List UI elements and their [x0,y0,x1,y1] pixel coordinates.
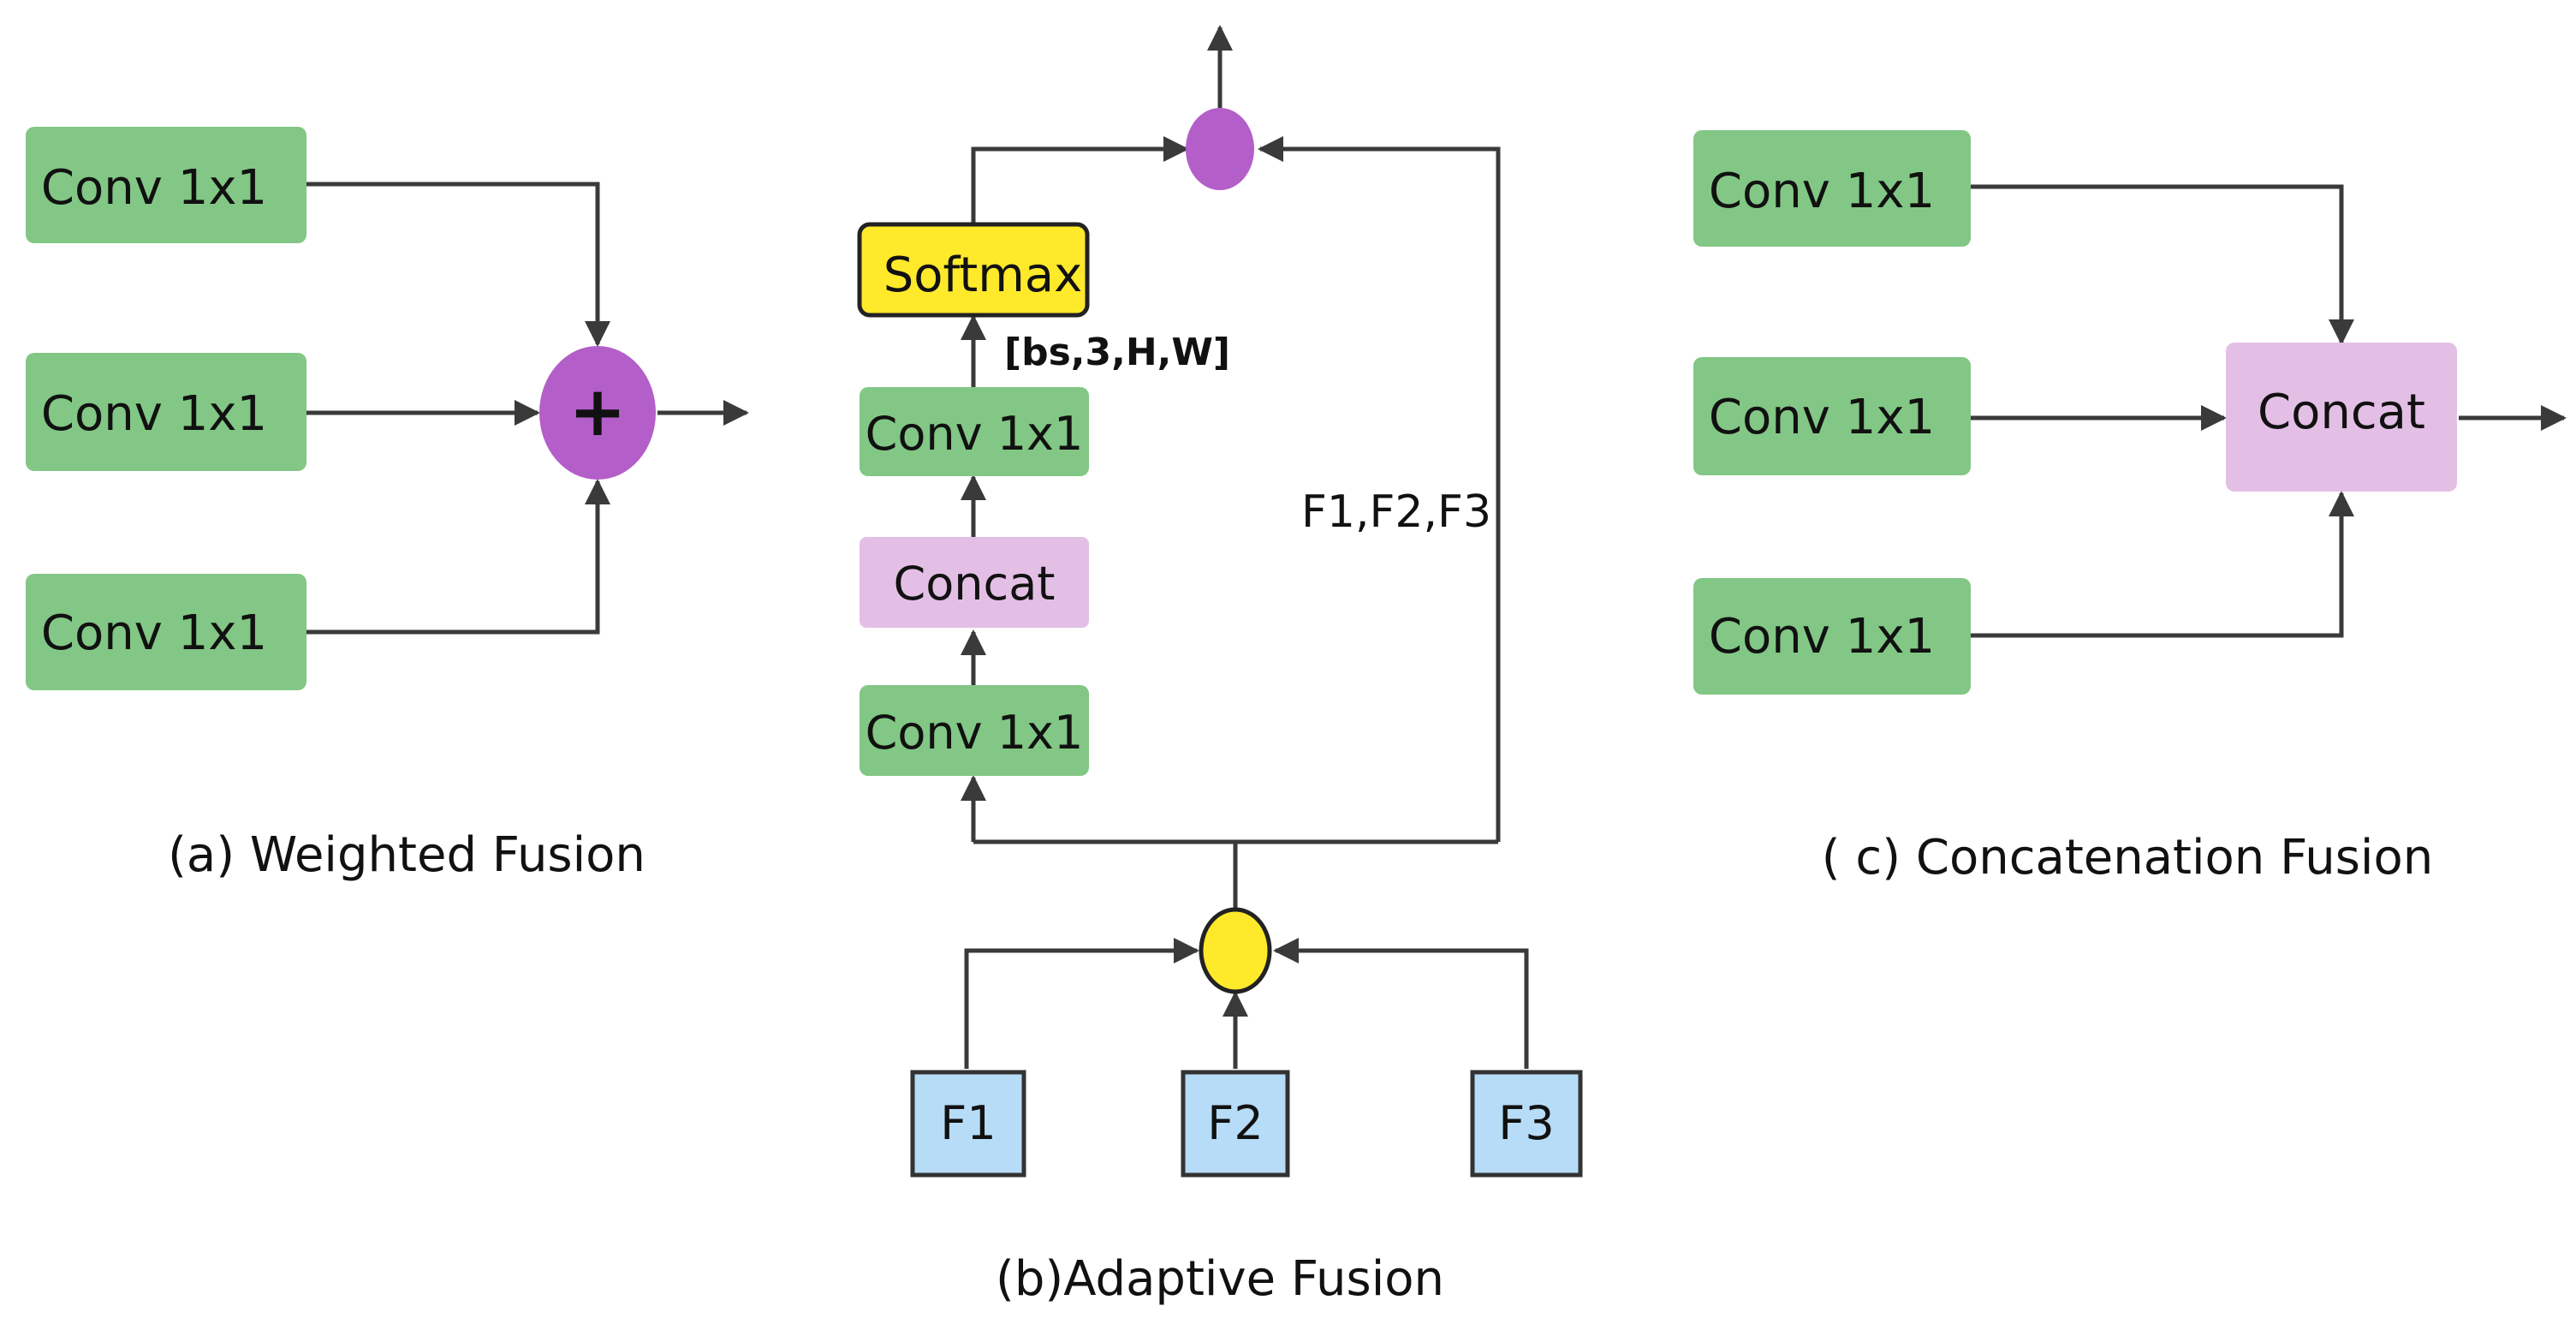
input-box-f3 [1470,1070,1583,1178]
input-label-f1: F1 [940,1096,996,1150]
panel-concatenation-fusion: Conv 1x1 Conv 1x1 Conv 1x1 Concat ( c) C… [1693,130,2567,886]
panel-a-conv-box-1 [26,127,306,243]
c-conv3-to-concat-arrow [1971,491,2354,638]
panel-c-conv-box-2 [1693,357,1971,475]
weighted-product-node [1186,108,1254,190]
f3-to-node-arrow [1273,938,1529,1069]
c-conv1-to-concat-arrow [1971,184,2354,345]
panel-a-conv-label-3: Conv 1x1 [41,605,267,661]
panel-b-conv-top-label: Conv 1x1 [866,407,1084,461]
input-label-f2: F2 [1207,1096,1263,1150]
softmax-label: Softmax [883,248,1083,303]
conv1-to-sum-arrow [306,182,610,347]
sum-plus-symbol: + [568,372,626,451]
panel-b-conv-bottom-box [860,685,1089,776]
panel-c-conv-box-1 [1693,130,1971,247]
panel-b-connectors [961,25,1529,1069]
skip-connection-label: F1,F2,F3 [1301,486,1491,538]
input-label-f3: F3 [1498,1096,1554,1150]
panel-c-conv-box-3 [1693,578,1971,695]
input-box-f2 [1181,1070,1290,1178]
panel-c-caption: ( c) Concatenation Fusion [1822,830,2433,886]
panel-c-conv-label-3: Conv 1x1 [1709,609,1935,665]
panel-b-caption: (b)Adaptive Fusion [996,1251,1444,1307]
f1-to-node-arrow [964,938,1199,1069]
shape-label: [bs,3,H,W] [1004,331,1230,374]
panel-adaptive-fusion: Softmax [bs,3,H,W] Conv 1x1 Concat Conv … [857,25,1583,1307]
panel-b-concat-label: Concat [894,557,1056,611]
softmax-to-product-arrow [971,136,1189,224]
panel-a-conv-label-1: Conv 1x1 [41,160,267,216]
panel-c-concat-label: Concat [2258,385,2425,440]
panel-c-connectors [1971,184,2567,638]
panel-a-conv-box-2 [26,353,306,471]
panel-b-conv-top-box [860,387,1089,476]
weighted-sum-node [539,346,656,480]
softmax-box [857,222,1090,318]
input-box-f1 [910,1070,1026,1178]
panel-b-concat-box [860,537,1089,628]
panel-a-connectors [306,182,749,635]
panel-c-concat-box [2226,343,2457,492]
panel-c-conv-label-1: Conv 1x1 [1709,164,1935,219]
skip-path-arrow [1258,136,1501,842]
panel-weighted-fusion: Conv 1x1 Conv 1x1 Conv 1x1 + (a) Weighte… [26,127,749,883]
panel-b-conv-bottom-label: Conv 1x1 [866,706,1084,760]
panel-a-caption: (a) Weighted Fusion [168,827,645,883]
panel-a-conv-box-3 [26,574,306,690]
panel-a-conv-label-2: Conv 1x1 [41,386,267,442]
adaptive-input-node [1199,907,1272,994]
panel-c-conv-label-2: Conv 1x1 [1709,390,1935,445]
conv3-to-sum-arrow [306,479,610,635]
